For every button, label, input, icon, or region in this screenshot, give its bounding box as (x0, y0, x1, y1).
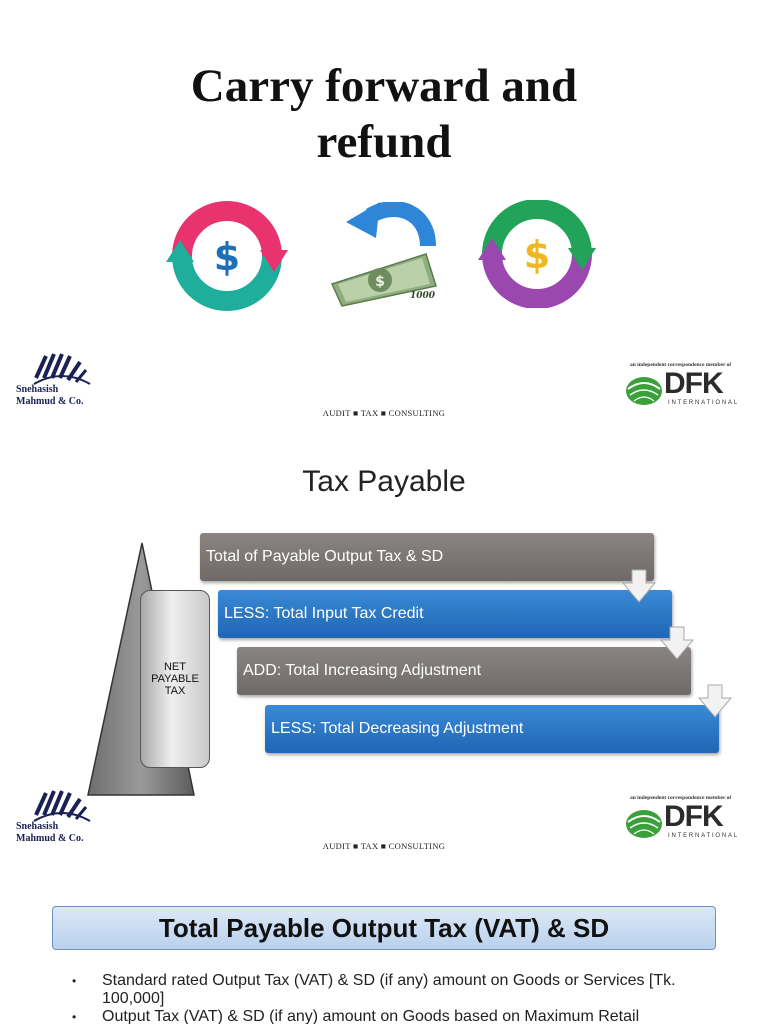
step-output-tax: Total of Payable Output Tax & SD (200, 533, 654, 581)
slide-title: Tax Payable (302, 465, 466, 498)
firm-logo-icon (33, 353, 91, 385)
dollar-cycle-icon: $ (478, 200, 596, 308)
net-payable-tax-box: NET PAYABLE TAX (140, 590, 210, 768)
bullet-list: •Standard rated Output Tax (VAT) & SD (i… (70, 972, 720, 1024)
step-decreasing-adjustment: LESS: Total Decreasing Adjustment (265, 705, 719, 753)
firm-logo: Snehasish Mahmud & Co. (14, 785, 104, 855)
dfk-globe-icon (626, 810, 662, 838)
step-input-credit: LESS: Total Input Tax Credit (218, 590, 672, 638)
down-arrow-icon (622, 569, 656, 603)
list-item: •Output Tax (VAT) & SD (if any) amount o… (72, 1008, 640, 1024)
dfk-logo: an independent correspondence member of … (622, 362, 746, 414)
slide-tax-payable: Tax Payable NET PAYABLE TAX Total of Pay… (0, 433, 768, 866)
down-arrow-icon (698, 684, 732, 718)
services-tagline: AUDIT ■ TAX ■ CONSULTING (322, 841, 446, 851)
money-refund-icon: $ 1000 (330, 202, 437, 307)
slide-carry-forward: Carry forward and refund $ $ 1000 $ (0, 0, 768, 433)
slide-total-payable-output: Total Payable Output Tax (VAT) & SD •Sta… (0, 866, 768, 1024)
down-arrow-icon (660, 626, 694, 660)
services-tagline: AUDIT ■ TAX ■ CONSULTING (322, 408, 446, 418)
svg-text:$: $ (214, 235, 240, 279)
firm-logo-icon (33, 790, 91, 822)
svg-text:1000: 1000 (410, 291, 436, 301)
svg-text:$: $ (524, 233, 550, 277)
firm-logo: Snehasish Mahmud & Co. (14, 348, 104, 418)
dfk-globe-icon (626, 377, 662, 405)
step-increasing-adjustment: ADD: Total Increasing Adjustment (237, 647, 691, 695)
svg-text:$: $ (375, 274, 385, 290)
dfk-logo: an independent correspondence member of … (622, 795, 746, 847)
list-item: •Standard rated Output Tax (VAT) & SD (i… (72, 972, 676, 1007)
dollar-cycle-icon: $ (166, 201, 288, 311)
slide-title-banner: Total Payable Output Tax (VAT) & SD (52, 906, 716, 950)
slide-title: Carry forward and refund (190, 60, 578, 168)
